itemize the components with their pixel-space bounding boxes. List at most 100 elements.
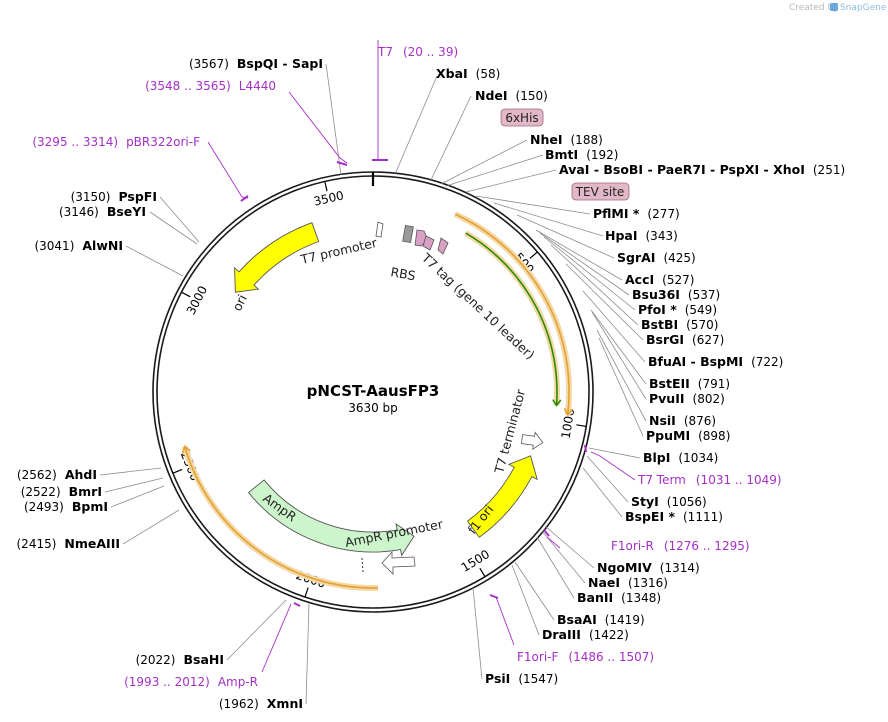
site-ahdi: (2562)AhdI <box>17 467 97 482</box>
primer-mark <box>489 594 499 599</box>
site-leader-line <box>544 525 595 569</box>
site-leader-line <box>110 485 165 508</box>
tev-site-box: TEV site <box>571 182 630 201</box>
site-leader-line <box>472 587 483 680</box>
t6xhis-mark <box>422 235 435 251</box>
site-leader-line <box>550 244 639 326</box>
site-leader-line <box>305 602 310 705</box>
site-xmni: (1962)XmnI <box>219 696 303 711</box>
site-leader-line <box>590 309 647 385</box>
site-labels: XbaI(58) NdeI(150) NheI(188) BmtI(192) A… <box>17 56 846 711</box>
site-bseyi: (3146)BseYI <box>59 204 146 219</box>
site-leader-line <box>588 447 641 459</box>
site-leader-line <box>122 509 180 545</box>
primer-mark <box>240 195 249 202</box>
site-leader-line <box>535 229 623 281</box>
site-bpmi: (2493)BpmI <box>24 499 108 514</box>
site-pspfi: (3150)PspFI <box>71 189 157 204</box>
site-blpi: BlpI(1034) <box>643 450 718 465</box>
site-leader-line <box>475 195 591 215</box>
primer-f1ori-r: F1ori-R(1276 .. 1295) <box>611 539 750 553</box>
site-leader-line <box>591 311 647 400</box>
site-naei: NaeI(1316) <box>588 575 668 590</box>
orf-green-line <box>465 232 558 406</box>
tev-site-mark <box>437 237 449 255</box>
primer-mark <box>336 161 348 166</box>
site-leader-line <box>99 467 162 476</box>
ampr-dotted-mark <box>361 557 364 573</box>
primer-l4440: (3548 .. 3565)L4440 <box>145 79 276 93</box>
site-leader-line <box>596 329 647 422</box>
plasmid-size: 3630 bp <box>348 401 398 415</box>
site-styi: StyI(1056) <box>631 494 707 509</box>
site-leader-line <box>493 202 604 237</box>
his-tag-box: 6xHis <box>500 108 544 127</box>
primer-mark <box>543 529 550 537</box>
t7-terminator-arrow <box>520 431 544 451</box>
primer-t7-term: T7 Term(1031 .. 1049) <box>637 473 782 487</box>
site-bmti: BmtI(192) <box>545 147 618 162</box>
orf-ampr-line-arrowhead <box>181 445 191 454</box>
leader-lines <box>99 40 647 705</box>
ruler-tick <box>172 468 183 474</box>
ampr-promoter-arrow <box>381 550 416 575</box>
primer-mark <box>293 602 301 607</box>
snapgene-logo-icon <box>830 3 838 11</box>
site-nsii: NsiI(876) <box>649 413 716 428</box>
site-bstbi: BstBI(570) <box>641 317 718 332</box>
site-xhoi-group: AvaI - BsoBI - PaeR7I - PspXI - XhoI(251… <box>559 162 845 177</box>
site-leader-line <box>541 530 586 584</box>
ruler-tick <box>181 291 191 298</box>
credit: Created by SnapGene <box>789 3 887 13</box>
primer-pbr322ori-f: (3295 .. 3314)pBR322ori-F <box>32 135 200 149</box>
site-xbai: XbaI(58) <box>436 66 500 81</box>
t7-promoter-arrow <box>375 221 384 238</box>
site-bmri: (2522)BmrI <box>21 484 102 499</box>
ruler-tick <box>576 424 587 428</box>
site-pvuii: PvuII(802) <box>649 391 725 406</box>
primer-leader-line <box>261 603 292 673</box>
primer-leader-line <box>288 91 348 164</box>
site-leader-line <box>395 75 438 173</box>
orf-orange-line-arrowhead <box>563 408 573 417</box>
ruler-tick <box>529 251 538 259</box>
primer-leader-line <box>546 536 561 549</box>
ruler-tick-label: 1500 <box>459 547 492 575</box>
site-bsahi: (2022)BsaHI <box>136 652 224 667</box>
site-leader-line <box>586 455 629 503</box>
plasmid-name: pNCST-AausFP3 <box>307 382 440 400</box>
primer-t7: T7(20 .. 39) <box>377 45 458 59</box>
site-leader-line <box>536 536 575 599</box>
site-leader-line <box>582 467 623 518</box>
ruler-tick-label: 3500 <box>312 188 345 208</box>
ruler-tick-label: 1000 <box>559 407 578 439</box>
site-ppumi: PpuMI(898) <box>646 428 730 443</box>
site-pflmi: PflMI *(277) <box>593 206 680 221</box>
rbs-box <box>402 224 414 244</box>
site-leader-line <box>226 599 287 661</box>
site-leader-line <box>445 154 544 187</box>
site-leader-line <box>539 232 630 296</box>
site-leader-line <box>159 196 200 243</box>
site-leader-line <box>514 561 555 621</box>
primer-leader-line <box>590 451 636 481</box>
f1-ori-feature-arrow <box>466 455 538 538</box>
site-leader-line <box>511 564 540 636</box>
orf-orange-line-halo <box>453 211 573 416</box>
site-banii: BanII(1348) <box>577 590 661 605</box>
site-psii: PsiI(1547) <box>485 671 558 686</box>
orf-orange-line <box>454 213 570 415</box>
site-ngomiv: NgoMIV(1314) <box>597 560 700 575</box>
site-bsteii: BstEII(791) <box>649 376 730 391</box>
his-tag-label: 6xHis <box>505 111 538 125</box>
ruler-tick-label: 3000 <box>184 283 211 317</box>
ampr-feature-arrow <box>247 479 415 557</box>
site-alwni: (3041)AlwNI <box>34 238 123 253</box>
site-leader-line <box>582 290 646 363</box>
ruler-tick <box>324 181 328 192</box>
site-bspei: BspEI *(1111) <box>625 509 723 524</box>
site-leader-line <box>516 214 615 259</box>
tev-site-label: TEV site <box>575 185 625 199</box>
site-leader-line <box>465 169 557 193</box>
site-leader-line <box>125 245 184 277</box>
